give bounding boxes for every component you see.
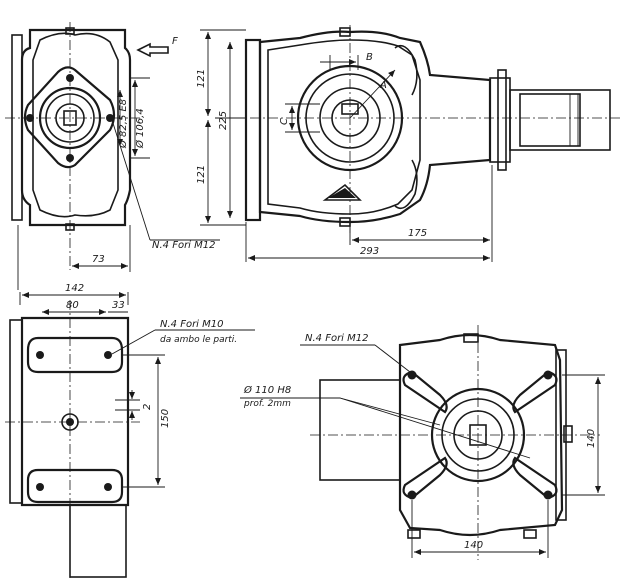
bl-shaft-extension bbox=[69, 504, 127, 578]
front-view-triangle-fill bbox=[328, 188, 356, 198]
front-view: B A C 121 121 225 175 293 bbox=[196, 25, 620, 262]
br-x-cross-ne bbox=[512, 370, 558, 414]
side-view-housing-outline bbox=[20, 28, 132, 227]
front-view-rib-2 bbox=[394, 159, 418, 210]
br-hole-ne bbox=[543, 370, 553, 380]
bl-overall-width-label: 142 bbox=[65, 283, 84, 294]
side-view-width-label: 73 bbox=[92, 254, 105, 265]
side-view-top-plug bbox=[65, 27, 75, 35]
side-view: F Ø 106,4 Ø 82,5 E8 N.4 Fori M12 73 bbox=[5, 22, 220, 290]
bl-hole-bottom-left bbox=[36, 483, 44, 491]
front-view-bottom-plug bbox=[339, 217, 351, 227]
br-bore-leader-1 bbox=[339, 397, 441, 426]
br-top-plug bbox=[463, 333, 479, 343]
br-side-plug bbox=[563, 425, 573, 443]
br-horizontal-label: 140 bbox=[464, 540, 483, 551]
front-view-rib-1 bbox=[394, 44, 418, 96]
front-view-bottom-half-label: 121 bbox=[196, 165, 207, 184]
front-view-label-b: B bbox=[366, 52, 373, 63]
br-side-shaft-housing bbox=[319, 379, 401, 481]
br-hole-sw bbox=[407, 490, 417, 500]
side-view-holes-leader bbox=[111, 119, 151, 241]
br-bottom-plug-right bbox=[523, 529, 537, 539]
front-view-triangle-mark bbox=[322, 183, 362, 201]
bl-left-plate bbox=[9, 319, 23, 504]
front-view-housing-outline bbox=[258, 30, 492, 224]
bottom-left-view: 142 80 33 150 2 N.4 Fori M10 da ambo le … bbox=[5, 283, 255, 578]
br-housing-outline bbox=[398, 333, 564, 537]
bl-holes-note-2: da ambo le parti. bbox=[160, 335, 237, 345]
front-view-shaft-length-label: 175 bbox=[408, 228, 427, 239]
br-holes-note: N.4 Fori M12 bbox=[305, 333, 369, 344]
arrow-f-icon bbox=[136, 42, 169, 58]
br-bore-note-2: prof. 2mm bbox=[243, 399, 291, 409]
br-bore-leader-2 bbox=[339, 397, 531, 459]
front-view-a-leader bbox=[349, 69, 396, 119]
bl-holes-leader bbox=[111, 329, 156, 355]
bl-hole-bottom-right bbox=[104, 483, 112, 491]
bottom-right-view: N.4 Fori M12 Ø 110 H8 prof. 2mm 140 140 bbox=[240, 325, 605, 560]
br-holes-leader bbox=[374, 344, 411, 373]
br-x-cross-se bbox=[512, 456, 558, 500]
front-view-overall-length-label: 293 bbox=[360, 246, 379, 257]
br-bottom-plug-left bbox=[407, 529, 421, 539]
bl-height-label: 150 bbox=[160, 409, 171, 428]
front-view-label-a: A bbox=[379, 80, 387, 91]
front-view-output-shaft bbox=[509, 89, 611, 151]
br-x-cross-nw bbox=[402, 370, 448, 414]
bl-hole-top-left bbox=[36, 351, 44, 359]
front-view-collar bbox=[489, 77, 511, 163]
arrow-f-label: F bbox=[172, 36, 178, 47]
bl-housing-outline bbox=[20, 316, 130, 507]
side-view-bottom-plug bbox=[65, 223, 75, 231]
side-view-inner-dia-label: Ø 82,5 E8 bbox=[117, 99, 129, 149]
front-view-shaft-sleeve bbox=[519, 93, 581, 147]
bl-bottom-bar bbox=[26, 468, 124, 504]
bl-top-bar bbox=[26, 336, 124, 374]
front-view-side-flange bbox=[244, 38, 262, 222]
br-bore-note-1: Ø 110 H8 bbox=[243, 384, 291, 396]
br-hole-se bbox=[543, 490, 553, 500]
bl-edge-label: 33 bbox=[112, 300, 125, 311]
front-view-total-label: 225 bbox=[218, 111, 229, 130]
front-view-housing-inner bbox=[267, 39, 421, 215]
front-view-label-c: C bbox=[279, 118, 290, 125]
side-view-square-flange bbox=[23, 66, 116, 169]
br-x-cross-sw bbox=[402, 456, 448, 500]
side-view-outer-dia-label: Ø 106,4 bbox=[134, 108, 146, 149]
bl-hole-top-right bbox=[104, 351, 112, 359]
bl-offset-label: 2 bbox=[142, 404, 153, 410]
side-view-left-plate bbox=[11, 34, 23, 221]
side-view-holes-note: N.4 Fori M12 bbox=[152, 240, 216, 251]
br-hole-nw bbox=[407, 370, 417, 380]
front-view-collar-ring bbox=[497, 69, 507, 171]
front-view-top-half-label: 121 bbox=[196, 69, 207, 88]
br-vertical-label: 140 bbox=[586, 429, 597, 448]
front-view-top-plug bbox=[339, 27, 351, 37]
bl-holes-note-1: N.4 Fori M10 bbox=[160, 319, 224, 330]
bl-hole-spacing-label: 80 bbox=[66, 300, 79, 311]
